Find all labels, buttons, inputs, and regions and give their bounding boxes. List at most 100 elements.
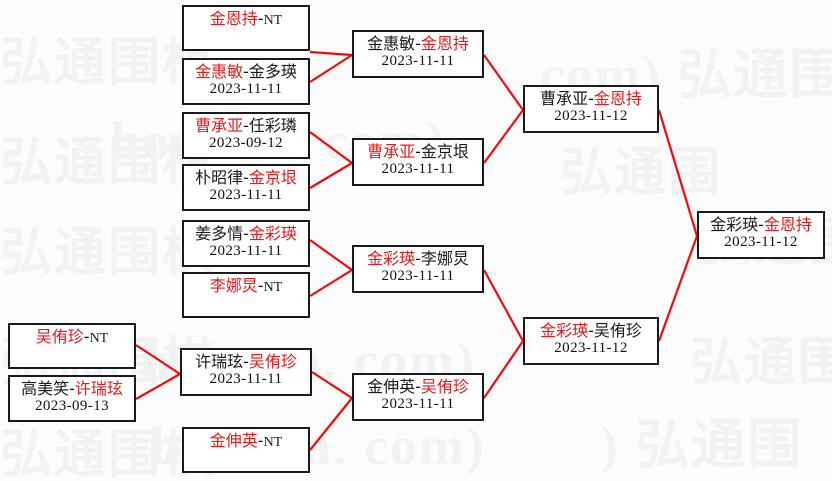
match-players: 金伸英-吴侑珍 — [367, 378, 469, 396]
player-right-name: NT — [263, 280, 283, 295]
player-left-name: 金惠敏 — [367, 34, 416, 53]
player-left-name: 金彩瑛 — [710, 215, 759, 234]
match-players: 金伸英-NT — [210, 432, 282, 451]
player-separator: - — [588, 321, 594, 340]
player-separator: - — [243, 62, 249, 81]
player-separator: - — [243, 352, 249, 371]
player-right-name: 金彩瑛 — [248, 224, 297, 243]
player-left-name: 金伸英 — [209, 431, 258, 450]
match-players: 姜多情-金彩瑛 — [195, 225, 297, 243]
player-right-name: 吴侑珍 — [593, 321, 642, 340]
match-date: 2023-11-12 — [554, 339, 628, 356]
match-date: 2023-09-12 — [209, 134, 283, 151]
player-separator: - — [758, 215, 764, 234]
bracket-connector-line — [135, 344, 181, 375]
match-box[interactable]: 吴侑珍-NT — [8, 323, 136, 369]
player-separator: - — [257, 431, 264, 450]
match-box[interactable]: 金伸英-NT — [182, 427, 310, 473]
player-left-name: 曹承亚 — [195, 116, 244, 135]
match-date: 2023-11-12 — [724, 233, 798, 250]
match-date: 2023-09-13 — [35, 397, 109, 414]
player-separator: - — [257, 276, 264, 295]
match-box[interactable]: 李娜炅-NT — [182, 272, 310, 318]
match-players: 金彩瑛-李娜炅 — [367, 250, 469, 268]
bracket-connector-line — [309, 54, 353, 83]
player-separator: - — [415, 34, 421, 53]
player-left-name: 金彩瑛 — [540, 321, 589, 340]
player-left-name: 金惠敏 — [195, 62, 244, 81]
match-players: 曹承亚-金京垠 — [367, 143, 469, 161]
match-date: 2023-11-11 — [381, 160, 455, 177]
player-separator: - — [415, 377, 421, 396]
player-left-name: 曹承亚 — [540, 89, 589, 108]
watermark-text: 弘通围 — [560, 143, 723, 203]
bracket-connector-line — [483, 340, 524, 399]
match-box[interactable]: 金恩持-NT — [182, 5, 310, 51]
player-left-name: 朴昭律 — [195, 168, 244, 187]
watermark-text: 弘通围 — [690, 333, 832, 393]
player-separator: - — [243, 168, 249, 187]
player-separator: - — [243, 116, 249, 135]
player-right-name: 金多瑛 — [248, 62, 297, 81]
player-right-name: 金京垠 — [248, 168, 297, 187]
match-players: 李娜炅-NT — [210, 277, 282, 296]
player-right-name: 许瑞玹 — [74, 379, 123, 398]
bracket-connector-line — [483, 54, 524, 111]
player-left-name: 金伸英 — [367, 377, 416, 396]
bracket-connector-line — [309, 239, 353, 271]
match-date: 2023-11-11 — [381, 52, 455, 69]
bracket-connector-line — [483, 269, 524, 342]
player-separator: - — [243, 224, 249, 243]
player-right-name: 吴侑珍 — [420, 377, 469, 396]
match-date: 2023-11-11 — [209, 242, 283, 259]
player-left-name: 金恩持 — [209, 9, 258, 28]
match-players: 金彩瑛-金恩持 — [710, 216, 812, 234]
player-right-name: 金恩持 — [420, 34, 469, 53]
player-right-name: 金恩持 — [763, 215, 812, 234]
player-left-name: 许瑞玹 — [195, 352, 244, 371]
bracket-connector-line — [311, 371, 353, 399]
match-players: 金彩瑛-吴侑珍 — [540, 322, 642, 340]
bracket-connector-line — [309, 397, 353, 451]
match-date: 2023-11-12 — [554, 107, 628, 124]
match-players: 朴昭律-金京垠 — [195, 169, 297, 187]
player-left-name: 李娜炅 — [209, 276, 258, 295]
match-players: 吴侑珍-NT — [36, 328, 108, 347]
match-date: 2023-11-11 — [381, 395, 455, 412]
player-separator: - — [415, 249, 421, 268]
match-players: 金恩持-NT — [210, 10, 282, 29]
bracket-connector-line — [135, 373, 181, 400]
match-players: 许瑞玹-吴侑珍 — [195, 353, 297, 371]
player-right-name: 吴侑珍 — [248, 352, 297, 371]
match-players: 曹承亚-任彩璘 — [195, 117, 297, 135]
player-left-name: 姜多情 — [195, 224, 244, 243]
bracket-connector-line — [309, 131, 353, 164]
watermark-text: ) 弘通围 — [600, 415, 804, 475]
match-players: 高美笑-许瑞玹 — [21, 380, 123, 398]
player-right-name: 李娜炅 — [420, 249, 469, 268]
match-date: 2023-11-11 — [209, 370, 283, 387]
player-separator: - — [588, 89, 594, 108]
player-left-name: 高美笑 — [21, 379, 70, 398]
player-separator: - — [257, 9, 264, 28]
bracket-connector-line — [309, 162, 353, 189]
match-date: 2023-11-11 — [381, 267, 455, 284]
bracket-connector-line — [657, 109, 699, 237]
player-separator: - — [83, 327, 90, 346]
match-players: 金惠敏-金多瑛 — [195, 63, 297, 81]
player-separator: - — [69, 379, 75, 398]
